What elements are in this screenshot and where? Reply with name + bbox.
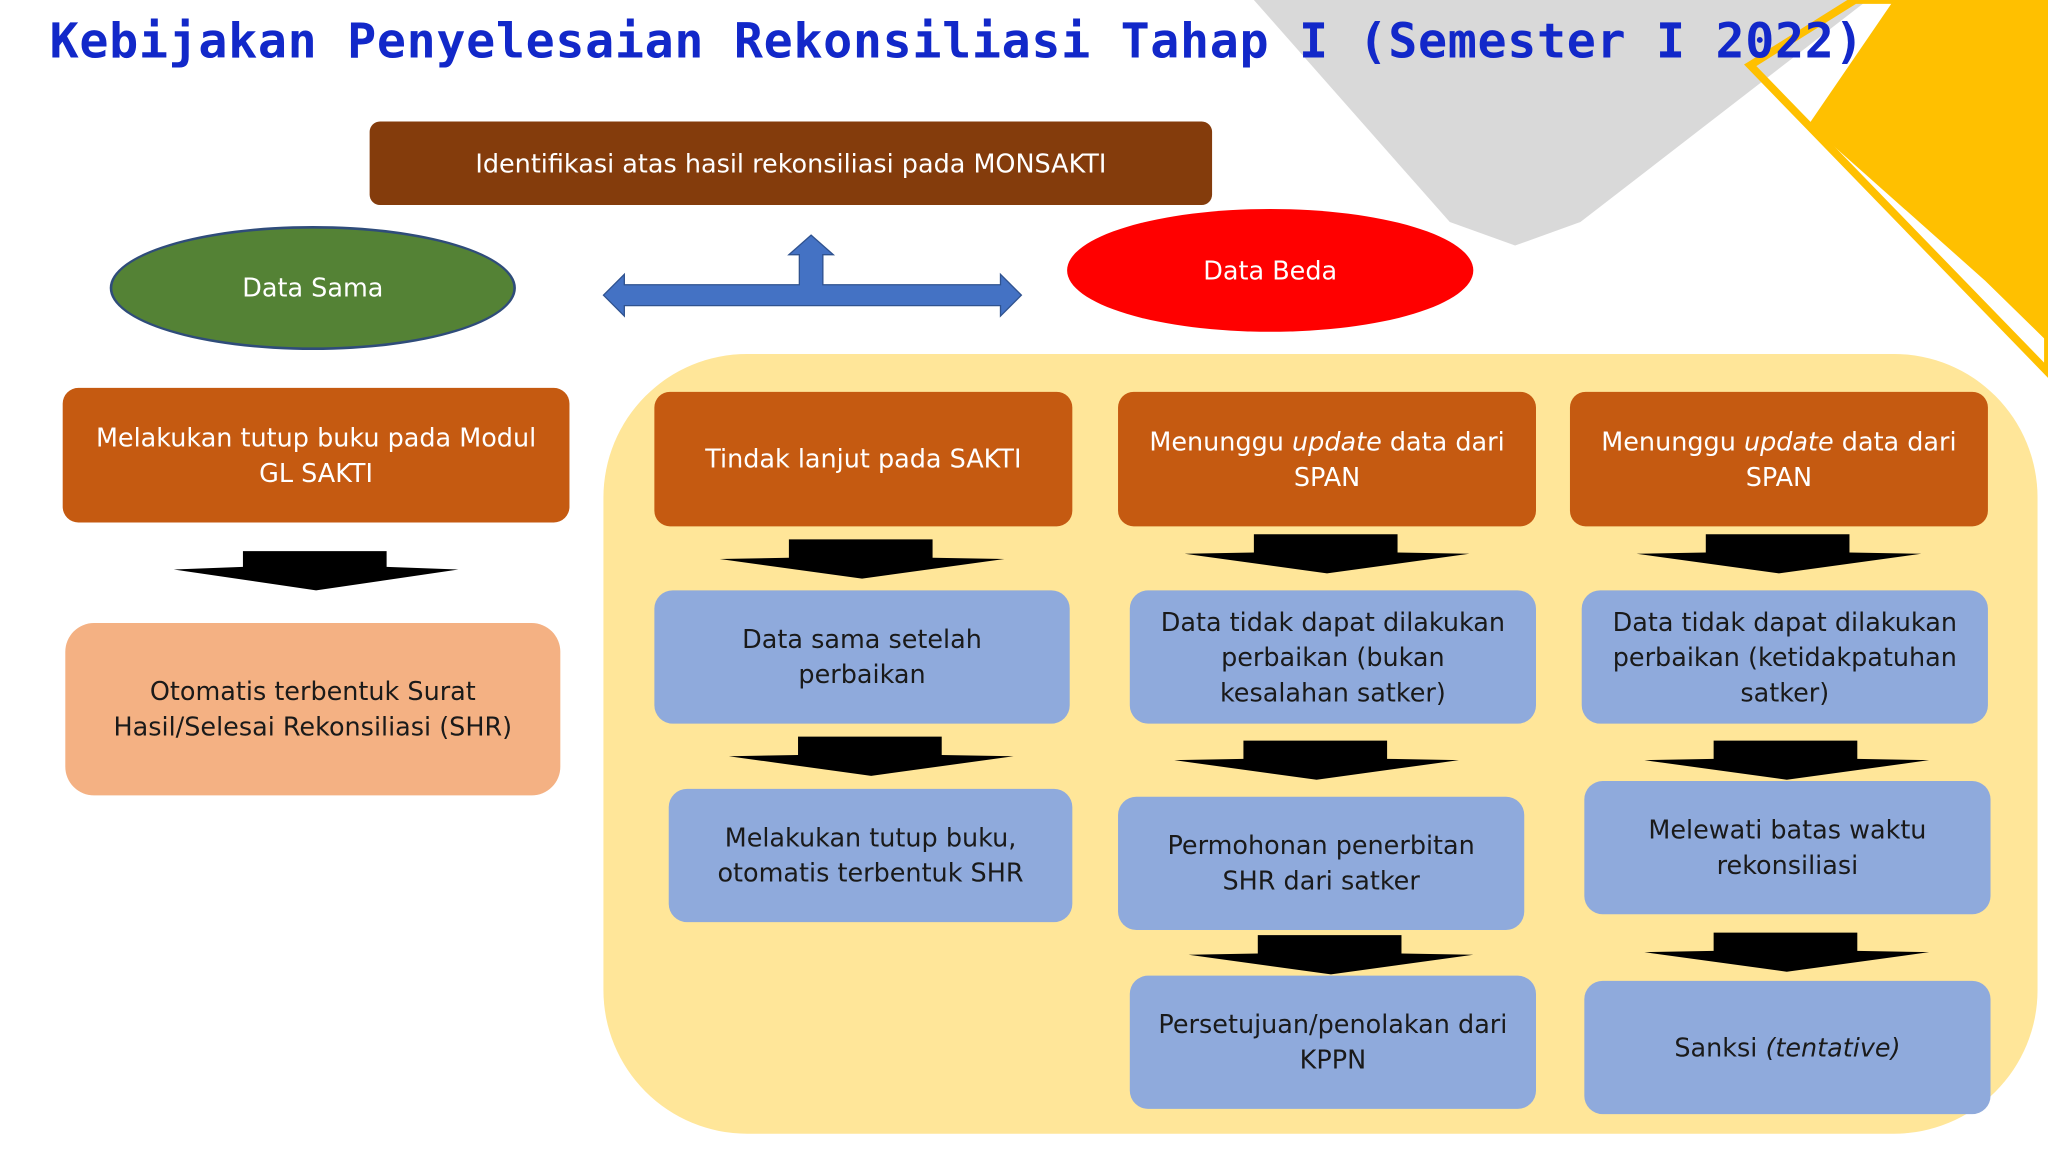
col3-step1-box: Data tidak dapat dilakukan perbaikan (ke… — [1581, 590, 1988, 724]
down-arrow-col3-3 — [1644, 932, 1930, 972]
col3-header-label: Menunggu update data dari SPAN — [1601, 426, 1957, 492]
col2-step2-label: Permohonan penerbitan SHR dari satker — [1167, 830, 1475, 896]
left-step2-label: Otomatis terbentuk Surat Hasil/Selesai R… — [113, 676, 513, 742]
data-beda-ellipse: Data Beda — [1067, 208, 1474, 332]
col3-step3-box: Sanksi (tentative) — [1584, 980, 1991, 1115]
yellow-diamond-shape — [1808, 0, 2048, 343]
col2-header-label: Menunggu update data dari SPAN — [1149, 426, 1505, 492]
col1-header-box: Tindak lanjut pada SAKTI — [654, 391, 1073, 527]
col1-step2-box: Melakukan tutup buku, otomatis terbentuk… — [668, 788, 1073, 923]
col3-header-box: Menunggu update data dari SPAN — [1569, 391, 1988, 527]
col3-step3-label: Sanksi (tentative) — [1674, 1032, 1901, 1063]
col1-step2-label: Melakukan tutup buku, otomatis terbentuk… — [717, 822, 1024, 889]
data-sama-ellipse: Data Sama — [109, 225, 516, 351]
col3-step1-label: Data tidak dapat dilakukan perbaikan (ke… — [1612, 606, 1957, 708]
down-arrow-col3-1 — [1636, 534, 1922, 574]
col1-header-label: Tindak lanjut pada SAKTI — [705, 444, 1022, 475]
down-arrow-col1-2 — [728, 736, 1014, 776]
left-step1-box: Melakukan tutup buku pada Modul GL SAKTI — [62, 387, 570, 523]
identification-box: Identifikasi atas hasil rekonsiliasi pad… — [369, 121, 1213, 206]
down-arrow-left-1 — [173, 551, 459, 591]
col3-step2-label: Melewati batas waktu rekonsiliasi — [1648, 815, 1927, 881]
data-beda-label: Data Beda — [1203, 255, 1338, 286]
down-arrow-col3-2 — [1644, 740, 1930, 780]
col1-step1-box: Data sama setelah perbaikan — [654, 590, 1070, 724]
down-arrow-col1-1 — [719, 539, 1005, 579]
col2-step3-label: Persetujuan/penolakan dari KPPN — [1158, 1009, 1508, 1075]
col2-step1-box: Data tidak dapat dilakukan perbaikan (bu… — [1129, 590, 1536, 724]
col1-step1-label: Data sama setelah perbaikan — [742, 624, 982, 690]
col2-header-box: Menunggu update data dari SPAN — [1118, 391, 1536, 527]
page-title: Kebijakan Penyelesaian Rekonsiliasi Taha… — [49, 13, 1865, 70]
gray-diamond-shape — [1253, 0, 1868, 246]
left-step2-box: Otomatis terbentuk Surat Hasil/Selesai R… — [65, 623, 561, 796]
col2-step3-box: Persetujuan/penolakan dari KPPN — [1129, 975, 1536, 1109]
data-sama-label: Data Sama — [242, 272, 384, 304]
left-step1-label: Melakukan tutup buku pada Modul GL SAKTI — [95, 422, 537, 488]
down-arrow-col2-2 — [1174, 740, 1459, 780]
identification-label: Identifikasi atas hasil rekonsiliasi pad… — [475, 148, 1107, 179]
yellow-outline-shape — [1744, 0, 2048, 378]
col2-step2-box: Permohonan penerbitan SHR dari satker — [1118, 796, 1525, 930]
col3-step2-box: Melewati batas waktu rekonsiliasi — [1584, 781, 1991, 915]
col2-step1-label: Data tidak dapat dilakukan perbaikan (bu… — [1160, 606, 1506, 708]
down-arrow-col2-1 — [1184, 534, 1470, 574]
down-arrow-col2-3 — [1188, 935, 1474, 975]
